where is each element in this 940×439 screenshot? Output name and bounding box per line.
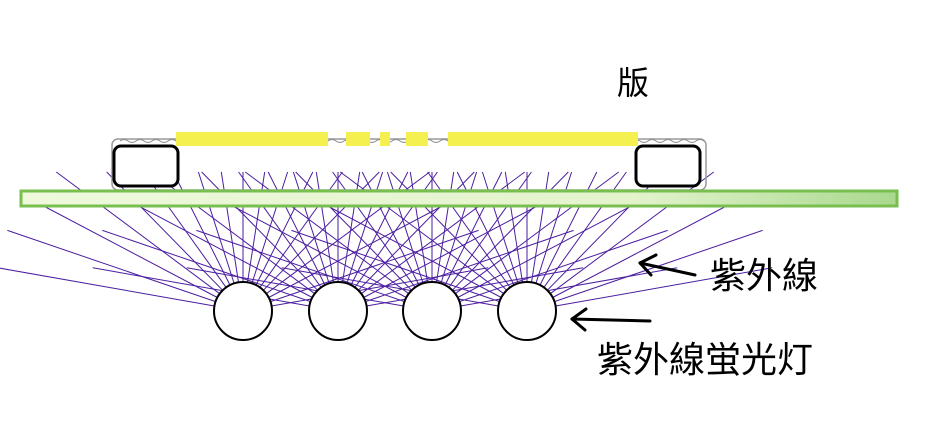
label-uv-lamp: 紫外線蛍光灯 bbox=[597, 340, 813, 381]
uv-ray bbox=[271, 267, 489, 307]
film-segment bbox=[346, 132, 370, 146]
uv-ray bbox=[555, 267, 773, 307]
uv-ray bbox=[22, 194, 218, 298]
spacer-block-left bbox=[112, 144, 180, 188]
uv-ray bbox=[531, 171, 550, 283]
uv-ray bbox=[281, 267, 499, 307]
uv-ray bbox=[211, 194, 407, 298]
uv-ray bbox=[457, 194, 653, 298]
uv-ray bbox=[386, 171, 424, 284]
uv-ray bbox=[460, 267, 678, 307]
uv-ray bbox=[220, 171, 239, 283]
spacer-block-right bbox=[634, 144, 702, 188]
uv-ray bbox=[552, 194, 748, 298]
uv-ray bbox=[7, 229, 216, 303]
glass-plate bbox=[19, 189, 899, 208]
uv-ray bbox=[363, 194, 559, 298]
uv-lamp-tube bbox=[308, 281, 368, 341]
uv-ray bbox=[196, 229, 405, 303]
uv-ray bbox=[365, 229, 574, 303]
uv-lamp-tube bbox=[402, 281, 462, 341]
uv-ray bbox=[268, 194, 464, 298]
film-pattern bbox=[176, 132, 638, 146]
uv-lamp-tube bbox=[497, 281, 557, 341]
uv-ray bbox=[0, 267, 215, 307]
film-segment bbox=[448, 132, 638, 146]
uv-ray bbox=[197, 171, 235, 284]
uv-ray bbox=[306, 194, 502, 298]
uv-ray bbox=[251, 171, 289, 284]
uv-ray bbox=[292, 171, 330, 284]
arrow-left-icon bbox=[638, 253, 697, 277]
uv-lamp-tube bbox=[213, 281, 273, 341]
plate-frame bbox=[111, 138, 707, 191]
uv-ray bbox=[459, 229, 668, 303]
uv-ray bbox=[270, 229, 479, 303]
label-uv-light: 紫外線 bbox=[710, 256, 818, 297]
uv-lamps bbox=[213, 281, 557, 341]
film-segment bbox=[406, 132, 428, 146]
arrow-left-icon bbox=[570, 307, 652, 332]
film-segment bbox=[176, 132, 328, 146]
uv-ray bbox=[291, 229, 500, 303]
uv-ray bbox=[117, 194, 313, 298]
uv-ray bbox=[481, 171, 519, 284]
uv-ray bbox=[102, 229, 311, 303]
label-plate: 版 bbox=[617, 64, 649, 102]
uv-ray bbox=[346, 171, 384, 284]
film-segment bbox=[380, 132, 390, 146]
uv-ray bbox=[409, 171, 428, 283]
uv-ray bbox=[186, 267, 404, 307]
uv-ray bbox=[535, 171, 573, 284]
uv-ray bbox=[440, 171, 478, 284]
uv-ray bbox=[92, 267, 310, 307]
uv-ray bbox=[366, 267, 584, 307]
